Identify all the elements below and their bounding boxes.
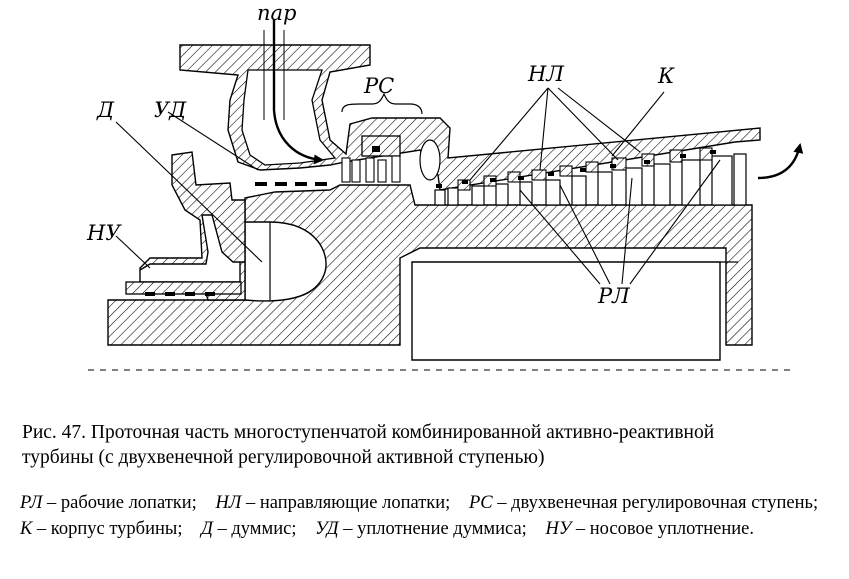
- guide-blade-seals: [436, 150, 716, 188]
- front-support: [139, 151, 246, 301]
- abbreviation-legend: РЛ – рабочие лопатки; НЛ – направляющие …: [20, 490, 840, 542]
- steam-passage: [241, 69, 337, 166]
- nose-seal-plate: [125, 281, 242, 295]
- label-ud: УД: [154, 98, 187, 122]
- dummy-seal-teeth: [145, 182, 327, 296]
- legend-abbr: РЛ: [20, 493, 43, 513]
- caption-line-1: Рис. 47. Проточная часть многоступенчато…: [22, 422, 715, 443]
- legend-text: – носовое уплотнение.: [575, 519, 754, 539]
- legend-text: – направляющие лопатки;: [245, 493, 451, 513]
- label-d: Д: [96, 98, 115, 122]
- steam-flow-arrow: [272, 20, 324, 165]
- legend-text: – уплотнение думмиса;: [343, 519, 527, 539]
- label-rs: РС: [363, 74, 394, 98]
- control-stage-ring: [361, 135, 401, 157]
- label-nl: НЛ: [527, 62, 564, 86]
- legend-abbr: К: [20, 519, 33, 539]
- label-k: К: [657, 64, 675, 88]
- legend-text: – корпус турбины;: [36, 519, 183, 539]
- dummy-piston: [244, 221, 327, 302]
- legend-abbr: УД: [315, 519, 339, 539]
- rs-bracket: [341, 92, 423, 115]
- label-steam: пар: [257, 1, 297, 25]
- legend-abbr: НЛ: [215, 493, 242, 513]
- legend-abbr: Д: [201, 519, 213, 539]
- caption-line-2: турбины (с двухвенечной регулировочной а…: [22, 447, 545, 468]
- moving-blades: [434, 153, 747, 206]
- legend-text: – двухвенечная регулировочная ступень;: [497, 493, 819, 513]
- exhaust-arrow: [757, 143, 804, 180]
- rotor-bore: [411, 261, 721, 361]
- figure-caption: Рис. 47. Проточная часть многоступенчато…: [22, 420, 842, 470]
- legend-abbr: НУ: [545, 519, 572, 539]
- legend-abbr: РС: [468, 493, 493, 513]
- control-stage-blades: [341, 155, 401, 183]
- legend-text: – думмис;: [217, 519, 297, 539]
- label-nu: НУ: [86, 221, 122, 245]
- legend-text: – рабочие лопатки;: [47, 493, 197, 513]
- label-rl: РЛ: [597, 284, 630, 308]
- leader-lines: [115, 87, 721, 285]
- turbine-section-diagram: пар РС НЛ К Д УД НУ РЛ: [86, 1, 804, 371]
